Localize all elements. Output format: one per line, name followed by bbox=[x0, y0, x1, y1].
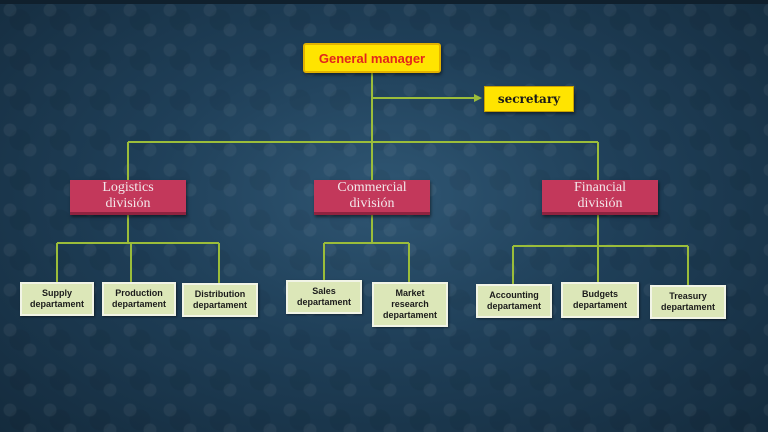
connector-financial-departments bbox=[512, 215, 689, 286]
department-label-line1: Sales bbox=[312, 286, 336, 296]
connector-commercial-departments bbox=[323, 215, 410, 283]
financial-division-box: Financial división bbox=[542, 180, 658, 215]
division-label-line2: división bbox=[577, 196, 623, 211]
budgets-department-box: Budgets departament bbox=[561, 282, 639, 318]
treasury-department-box: Treasury departament bbox=[650, 285, 726, 319]
logistics-division-box: Logistics división bbox=[70, 180, 186, 215]
department-label-line3: departament bbox=[382, 310, 437, 320]
division-label-line1: Commercial bbox=[337, 180, 407, 195]
general-manager-label: General manager bbox=[318, 50, 426, 66]
department-label-line1: Supply bbox=[41, 288, 72, 298]
distribution-department-box: Distribution departament bbox=[182, 283, 258, 317]
sales-department-box: Sales departament bbox=[286, 280, 362, 314]
division-label-line1: Financial bbox=[573, 180, 627, 195]
arrowhead bbox=[474, 94, 482, 102]
production-department-box: Production departament bbox=[102, 282, 176, 316]
division-label-line1: Logistics bbox=[102, 180, 154, 195]
general-manager-box: General manager bbox=[303, 43, 441, 73]
department-label-line1: Production bbox=[115, 288, 163, 298]
secretary-box: secretary bbox=[484, 86, 574, 112]
department-label-line2: departament bbox=[486, 301, 541, 311]
department-label-line1: Treasury bbox=[669, 291, 707, 301]
accounting-department-box: Accounting departament bbox=[476, 284, 552, 318]
department-label-line2: departament bbox=[29, 299, 84, 309]
commercial-division-box: Commercial división bbox=[314, 180, 430, 215]
supply-department-box: Supply departament bbox=[20, 282, 94, 316]
department-label-line2: departament bbox=[572, 300, 627, 310]
department-label-line1: Accounting bbox=[489, 290, 539, 300]
department-label-line2: departament bbox=[296, 297, 351, 307]
market-research-department-box: Market research departament bbox=[372, 282, 448, 327]
division-label-line2: división bbox=[105, 196, 151, 211]
department-label-line2: departament bbox=[192, 300, 247, 310]
department-label-line1: Market bbox=[395, 288, 425, 298]
department-label-line2: research bbox=[391, 299, 429, 309]
top-border bbox=[0, 0, 768, 4]
division-label-line2: división bbox=[349, 196, 395, 211]
department-label-line2: departament bbox=[111, 299, 166, 309]
department-label-line2: departament bbox=[660, 302, 715, 312]
department-label-line1: Budgets bbox=[582, 289, 618, 299]
secretary-label: secretary bbox=[497, 92, 561, 106]
connector-logistics-departments bbox=[56, 215, 220, 283]
department-label-line1: Distribution bbox=[194, 289, 246, 299]
